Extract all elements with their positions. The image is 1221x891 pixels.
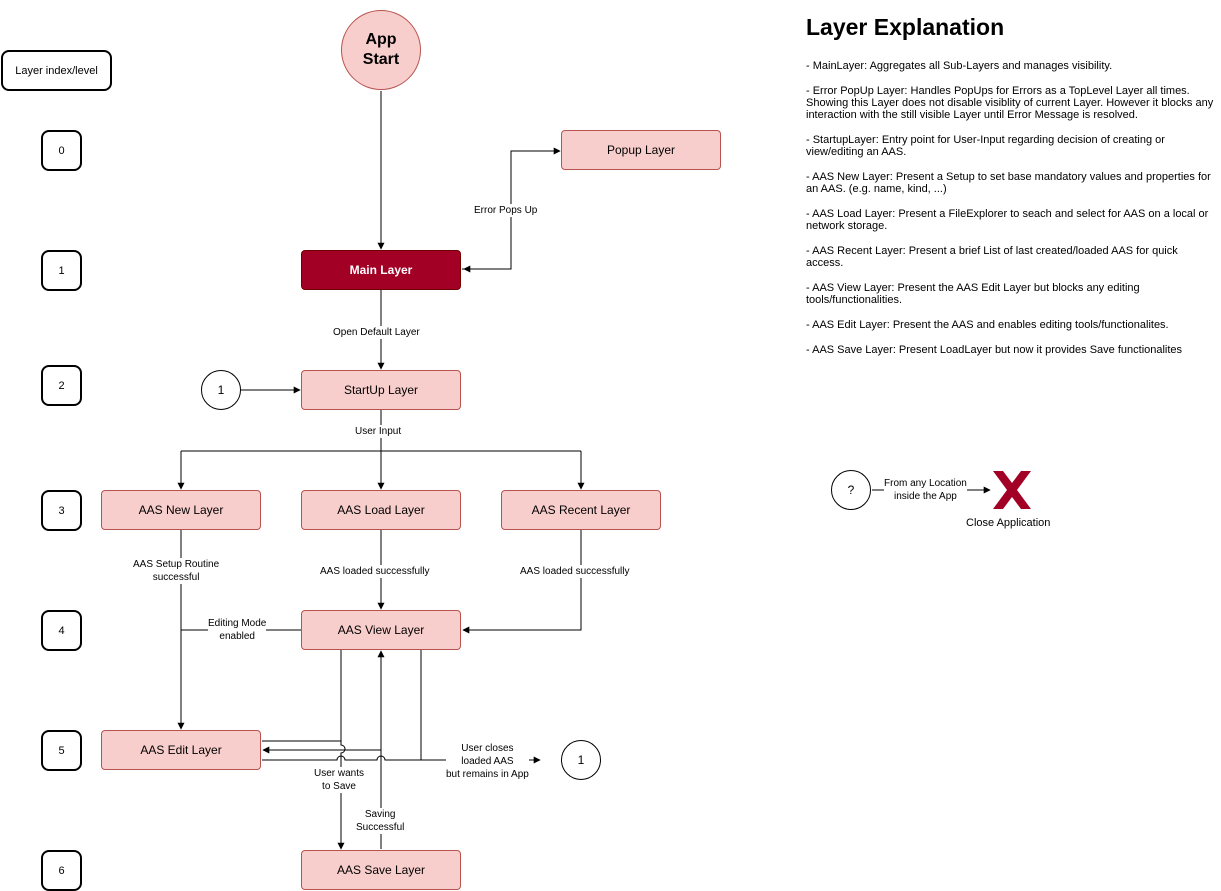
aas-view-layer-node[interactable]: AAS View Layer xyxy=(301,610,461,650)
explanation-title: Layer Explanation xyxy=(806,14,1005,40)
aas-load-layer-node[interactable]: AAS Load Layer xyxy=(301,490,461,530)
label-recent-success: AAS loaded successfully xyxy=(520,565,630,578)
label-close-application: Close Application xyxy=(966,517,1051,530)
explanation-item: - AAS Recent Layer: Present a brief List… xyxy=(806,245,1178,269)
aas-save-layer-node[interactable]: AAS Save Layer xyxy=(301,850,461,890)
label-user-input: User Input xyxy=(355,425,402,438)
close-x-icon xyxy=(993,471,1031,509)
explanation-item: - Error PopUp Layer: Handles PopUps for … xyxy=(806,85,1214,121)
app-start-node[interactable]: App Start xyxy=(341,10,421,90)
level-2: 2 xyxy=(41,365,82,406)
connector-out-node[interactable]: 1 xyxy=(561,740,601,780)
label-editing-mode: Editing Mode enabled xyxy=(208,617,267,643)
label-setup-success: AAS Setup Routine successful xyxy=(133,558,220,584)
explanation-item: - MainLayer: Aggregates all Sub-Layers a… xyxy=(806,60,1113,72)
aas-edit-layer-node[interactable]: AAS Edit Layer xyxy=(101,730,261,770)
label-user-wants-save: User wants to Save xyxy=(314,767,365,793)
label-user-closes: User closes loaded AAS but remains in Ap… xyxy=(446,742,529,781)
explanation-item: - StartupLayer: Entry point for User-Inp… xyxy=(806,134,1165,158)
explanation-item: - AAS Edit Layer: Present the AAS and en… xyxy=(806,319,1169,331)
label-from-any-location: From any Location inside the App xyxy=(884,477,967,503)
explanation-item: - AAS View Layer: Present the AAS Edit L… xyxy=(806,282,1140,306)
edge-recent-view xyxy=(462,530,582,634)
main-layer-node[interactable]: Main Layer xyxy=(301,250,461,290)
level-5: 5 xyxy=(41,730,82,771)
explanation-item: - AAS Save Layer: Present LoadLayer but … xyxy=(806,344,1183,356)
legend-connector-node[interactable]: ? xyxy=(831,470,871,510)
level-4: 4 xyxy=(41,610,82,651)
layer-level-header: Layer index/level xyxy=(1,50,112,91)
edge-edit-connector xyxy=(262,755,541,764)
level-3: 3 xyxy=(41,490,82,531)
edge-view-save xyxy=(337,650,346,850)
level-0: 0 xyxy=(41,130,82,171)
label-open-default-layer: Open Default Layer xyxy=(333,326,420,339)
popup-layer-node[interactable]: Popup Layer xyxy=(561,130,721,170)
connector-in-node[interactable]: 1 xyxy=(201,370,241,410)
startup-layer-node[interactable]: StartUp Layer xyxy=(301,370,461,410)
aas-recent-layer-node[interactable]: AAS Recent Layer xyxy=(501,490,661,530)
label-load-success: AAS loaded successfully xyxy=(320,565,430,578)
explanation-item: - AAS Load Layer: Present a FileExplorer… xyxy=(806,208,1209,232)
explanation-item: - AAS New Layer: Present a Setup to set … xyxy=(806,171,1211,195)
level-6: 6 xyxy=(41,850,82,891)
layer-explanation: Layer Explanation - MainLayer: Aggregate… xyxy=(806,14,1218,369)
label-saving-successful: Saving Successful xyxy=(356,808,405,834)
level-1: 1 xyxy=(41,250,82,291)
aas-new-layer-node[interactable]: AAS New Layer xyxy=(101,490,261,530)
label-error-pops-up: Error Pops Up xyxy=(474,204,538,217)
